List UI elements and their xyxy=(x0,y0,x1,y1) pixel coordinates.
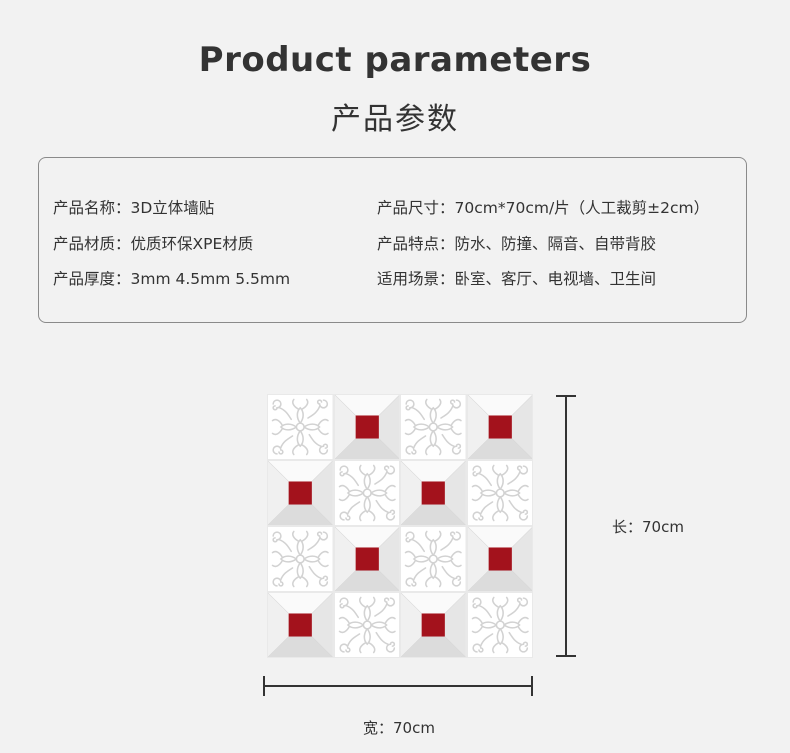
floral-ornament-pattern xyxy=(467,461,532,525)
red-square-pattern xyxy=(401,461,466,525)
ornament-tile xyxy=(467,461,532,525)
red-square-pattern xyxy=(467,527,532,591)
red-square-pattern xyxy=(401,593,466,657)
length-label: 长：70cm xyxy=(612,518,684,536)
red-square-tile xyxy=(268,461,333,525)
red-square-pattern xyxy=(268,593,333,657)
floral-ornament-pattern xyxy=(401,395,466,459)
ornament-tile xyxy=(268,395,333,459)
width-dimension-right-cap xyxy=(531,676,533,696)
param-product-size: 产品尺寸：70cm*70cm/片（人工裁剪±2cm） xyxy=(377,199,710,217)
ornament-tile xyxy=(334,461,399,525)
width-dimension-line xyxy=(265,685,533,687)
width-dimension-left-cap xyxy=(263,676,265,696)
ornament-tile xyxy=(268,527,333,591)
ornament-tile xyxy=(401,527,466,591)
param-product-name: 产品名称：3D立体墙贴 xyxy=(53,199,215,217)
width-label: 宽：70cm xyxy=(363,719,435,737)
red-square-tile xyxy=(334,527,399,591)
red-square-pattern xyxy=(334,395,399,459)
product-image-wall-panel xyxy=(267,394,533,658)
red-square-pattern xyxy=(467,395,532,459)
floral-ornament-pattern xyxy=(334,461,399,525)
floral-ornament-pattern xyxy=(268,395,333,459)
ornament-tile xyxy=(401,395,466,459)
red-square-tile xyxy=(268,593,333,657)
length-dimension-line xyxy=(565,396,567,656)
page-title-en: Product parameters xyxy=(198,40,592,80)
length-dimension-bottom-cap xyxy=(556,655,576,657)
parameters-box xyxy=(38,157,747,323)
param-product-material: 产品材质：优质环保XPE材质 xyxy=(53,235,254,253)
floral-ornament-pattern xyxy=(401,527,466,591)
red-square-tile xyxy=(334,395,399,459)
red-square-pattern xyxy=(334,527,399,591)
ornament-tile xyxy=(467,593,532,657)
red-square-pattern xyxy=(268,461,333,525)
length-dimension-top-cap xyxy=(556,395,576,397)
param-product-features: 产品特点：防水、防撞、隔音、自带背胶 xyxy=(377,235,657,253)
param-product-thickness: 产品厚度：3mm 4.5mm 5.5mm xyxy=(53,270,291,288)
floral-ornament-pattern xyxy=(268,527,333,591)
red-square-tile xyxy=(467,527,532,591)
ornament-tile xyxy=(334,593,399,657)
red-square-tile xyxy=(401,461,466,525)
red-square-tile xyxy=(467,395,532,459)
floral-ornament-pattern xyxy=(467,593,532,657)
page-title-cn: 产品参数 xyxy=(331,102,459,137)
floral-ornament-pattern xyxy=(334,593,399,657)
red-square-tile xyxy=(401,593,466,657)
param-usage-scenes: 适用场景：卧室、客厅、电视墙、卫生间 xyxy=(377,270,657,288)
